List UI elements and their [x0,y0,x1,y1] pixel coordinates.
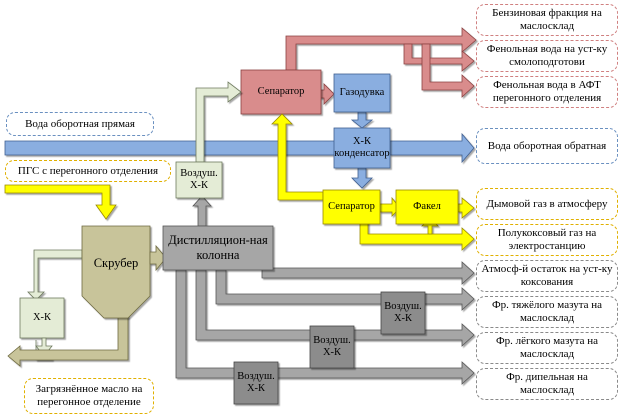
output-semicoke-gas: Полукоксовый газ на электростанцию [476,224,618,256]
red-arrow-phenol-water-1 [403,43,475,72]
output-phenol-water-1: Фенольная вода на уст-ку смолоподготови [476,40,618,72]
input-pgs: ПГС с перегонного отделения [5,160,171,182]
red-arrow-to-blower [319,83,335,105]
blue-streams [4,111,475,189]
blue-arrow-condenser-to-separator [351,167,373,189]
blue-arrow-blower-to-condenser [350,111,374,129]
output-diesel: Фр. дипельная на маслосклад [476,368,618,400]
scrubber-to-column-arrow [149,244,167,272]
gray-arrow-atm-residue [261,261,475,285]
yellow-arrow-flue-gas [457,197,475,219]
air-cooler-top-box[interactable] [175,161,223,199]
yellow-arrow-semicoke-gas [359,221,475,251]
input-cooling-water: Вода оборотная прямая [6,112,154,136]
gray-arrow-to-top-cooler [192,195,212,227]
blue-arrow-return [389,132,475,164]
output-gasoline: Бензиновая фракция на маслосклад [476,4,618,36]
output-heavy-mazut: Фр. тяжёлого мазута на маслосклад [476,296,618,328]
air-cooler-1-box[interactable] [380,291,426,335]
scrubber-body[interactable] [81,225,151,319]
yellow-streams [4,113,475,251]
green-arrow-cooler-to-separator [195,81,242,163]
output-atm-residue: Атмосф-й остаток на уст-ку коксования [476,260,618,292]
output-cooling-water-return: Вода оборотная обратная [476,128,618,164]
air-cooler-2-box[interactable] [309,325,355,369]
yellow-arrow-pgs [4,184,117,220]
green-arrow-left-loop [27,249,83,301]
output-phenol-water-2: Фенольная вода в АФТ перегонного отделен… [476,76,618,108]
scrubber-bottom-arrow [7,315,129,367]
air-cooler-3-box[interactable] [233,361,279,405]
yellow-arrow-recycle-up [271,113,324,201]
red-arrow-separator-out [285,27,477,71]
red-streams [285,27,477,105]
separator-top-box[interactable] [240,69,322,115]
output-dirty-oil: Загрязнённое масло на перегонное отделен… [24,378,154,414]
flare-box[interactable] [395,189,459,225]
red-arrow-phenol-water-2 [421,43,475,98]
condenser-box[interactable] [333,127,391,169]
separator-mid-box[interactable] [322,189,381,225]
output-light-mazut: Фр. лёгкого мазута на маслосклад [476,332,618,364]
gas-blower-box[interactable] [333,73,391,113]
output-flue-gas: Дымовой газ в атмосферу [476,188,618,220]
cooler-left-box[interactable] [19,297,65,339]
distillation-column-box[interactable] [162,225,274,271]
